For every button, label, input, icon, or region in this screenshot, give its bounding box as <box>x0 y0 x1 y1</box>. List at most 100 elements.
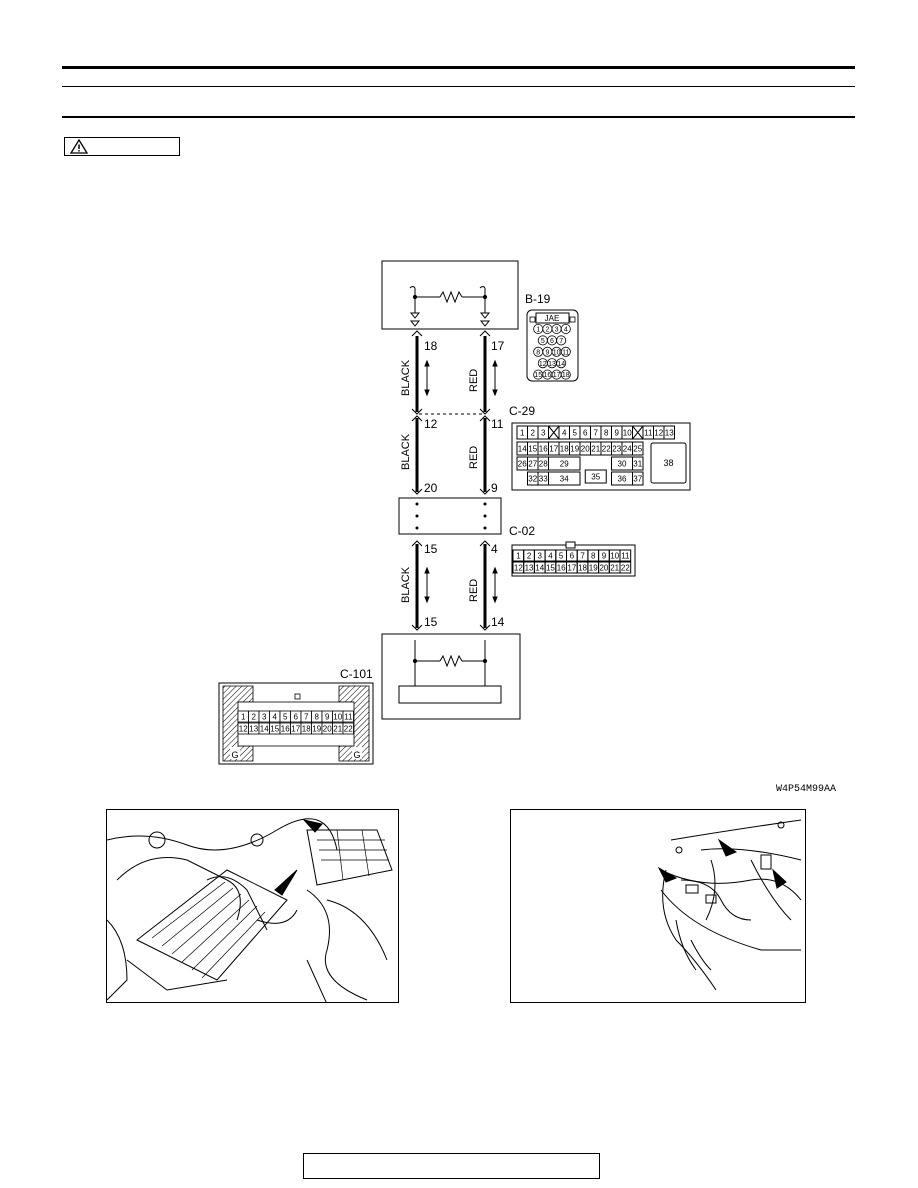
pin-number: 14 <box>535 563 544 572</box>
pin-number: 8 <box>536 349 540 356</box>
pin-number: 1 <box>520 428 525 437</box>
c02-cell <box>619 561 632 574</box>
connector-label-c101: C-101 <box>340 667 373 681</box>
page-number-box <box>303 1153 600 1179</box>
pin-number: 23 <box>612 444 621 453</box>
pin-number: 15 <box>270 724 279 733</box>
c02-cell <box>619 549 632 562</box>
pin-number: 37 <box>633 474 642 483</box>
pin-number: 2 <box>252 712 257 721</box>
pin-number: 6 <box>294 712 299 721</box>
b19-pin <box>560 346 571 357</box>
pin-number: 18 <box>562 372 570 379</box>
pin-number: 4 <box>273 712 278 721</box>
pin-number: 8 <box>591 551 596 560</box>
pin-number: 21 <box>333 724 342 733</box>
pin-number: 4 <box>564 327 568 334</box>
pin-number: 15 <box>534 372 542 379</box>
pin-number: 21 <box>591 444 600 453</box>
pin-number: 15 <box>546 563 555 572</box>
pin-number: 2 <box>527 551 532 560</box>
pin-number: 7 <box>580 551 585 560</box>
pin-number: 5 <box>559 551 564 560</box>
connector-chevrons <box>411 330 491 631</box>
connector-label-b19: B-19 <box>525 292 551 306</box>
pin-number: 22 <box>602 444 611 453</box>
pin-number: 11 <box>562 349 569 356</box>
pin-number: 11 <box>344 712 353 721</box>
pin-number: 28 <box>539 459 548 468</box>
pin-number: 9 <box>602 551 607 560</box>
connector-label-c02: C-02 <box>509 524 535 538</box>
pin-number: 3 <box>262 712 267 721</box>
pin-number: 16 <box>544 372 552 379</box>
caution-box <box>64 137 180 156</box>
pin-number: 7 <box>559 338 563 345</box>
c101-cell <box>342 710 354 723</box>
c29-cell <box>663 425 675 440</box>
pin-number: 16 <box>281 724 290 733</box>
pin-number: 10 <box>623 428 632 437</box>
pin-number: 14 <box>260 724 269 733</box>
pin-number: 3 <box>541 428 546 437</box>
pin-number: 1 <box>536 327 540 334</box>
pin-number: 32 <box>528 474 537 483</box>
c101-cell <box>342 722 354 735</box>
pin-number: 18 <box>560 444 569 453</box>
c29-cell <box>548 456 581 471</box>
c29-cell <box>584 469 607 484</box>
pin-number: 26 <box>518 459 527 468</box>
header-rule-middle <box>62 86 855 87</box>
terminal-number: 15 <box>424 542 438 556</box>
terminal-number: 14 <box>491 615 505 629</box>
pin-number: 2 <box>545 327 549 334</box>
pin-number: 19 <box>312 724 321 733</box>
c29-cell <box>650 442 687 484</box>
b19-pin <box>556 335 567 346</box>
pin-number: 19 <box>589 563 598 572</box>
pin-number: 36 <box>618 474 627 483</box>
wire-color-left-1: BLACK <box>400 359 412 396</box>
c29-cell <box>632 456 644 471</box>
pin-number: 9 <box>325 712 330 721</box>
bottom-component-box <box>381 633 521 720</box>
pin-number: 8 <box>604 428 609 437</box>
pin-number: 14 <box>518 444 527 453</box>
pin-number: 20 <box>581 444 590 453</box>
pin-number: 3 <box>555 327 559 334</box>
c29-cell <box>632 471 644 486</box>
harness-illustration <box>510 809 806 1003</box>
pin-number: 12 <box>654 428 663 437</box>
pin-number: 18 <box>302 724 311 733</box>
terminal-number: 12 <box>424 417 438 431</box>
pin-number: 6 <box>550 338 554 345</box>
pin-number: 31 <box>633 459 642 468</box>
terminal-number: 18 <box>424 339 438 353</box>
pin-number: 12 <box>539 361 547 368</box>
pin-number: 6 <box>570 551 575 560</box>
bottom-component-internals <box>398 640 502 704</box>
pin-number: 17 <box>567 563 576 572</box>
pin-number: 29 <box>560 459 569 468</box>
pin-number: 13 <box>249 724 258 733</box>
terminal-number: 11 <box>491 417 504 431</box>
pin-number: 22 <box>621 563 630 572</box>
connector-label-c29: C-29 <box>509 404 535 418</box>
pin-number: 13 <box>548 361 556 368</box>
pin-number: 11 <box>644 428 653 437</box>
pin-number: 24 <box>623 444 632 453</box>
pin-number: 14 <box>557 361 565 368</box>
connector-b19-maker: JAE <box>545 314 560 323</box>
pin-number: 12 <box>514 563 523 572</box>
top-component-internals <box>409 286 491 327</box>
pin-number: 38 <box>663 458 673 468</box>
pin-number: 6 <box>583 428 588 437</box>
pin-number: 10 <box>610 551 619 560</box>
pin-number: 7 <box>594 428 599 437</box>
pin-number: 4 <box>562 428 567 437</box>
pin-number: 8 <box>315 712 320 721</box>
pin-number: 3 <box>538 551 543 560</box>
pin-number: 15 <box>528 444 537 453</box>
